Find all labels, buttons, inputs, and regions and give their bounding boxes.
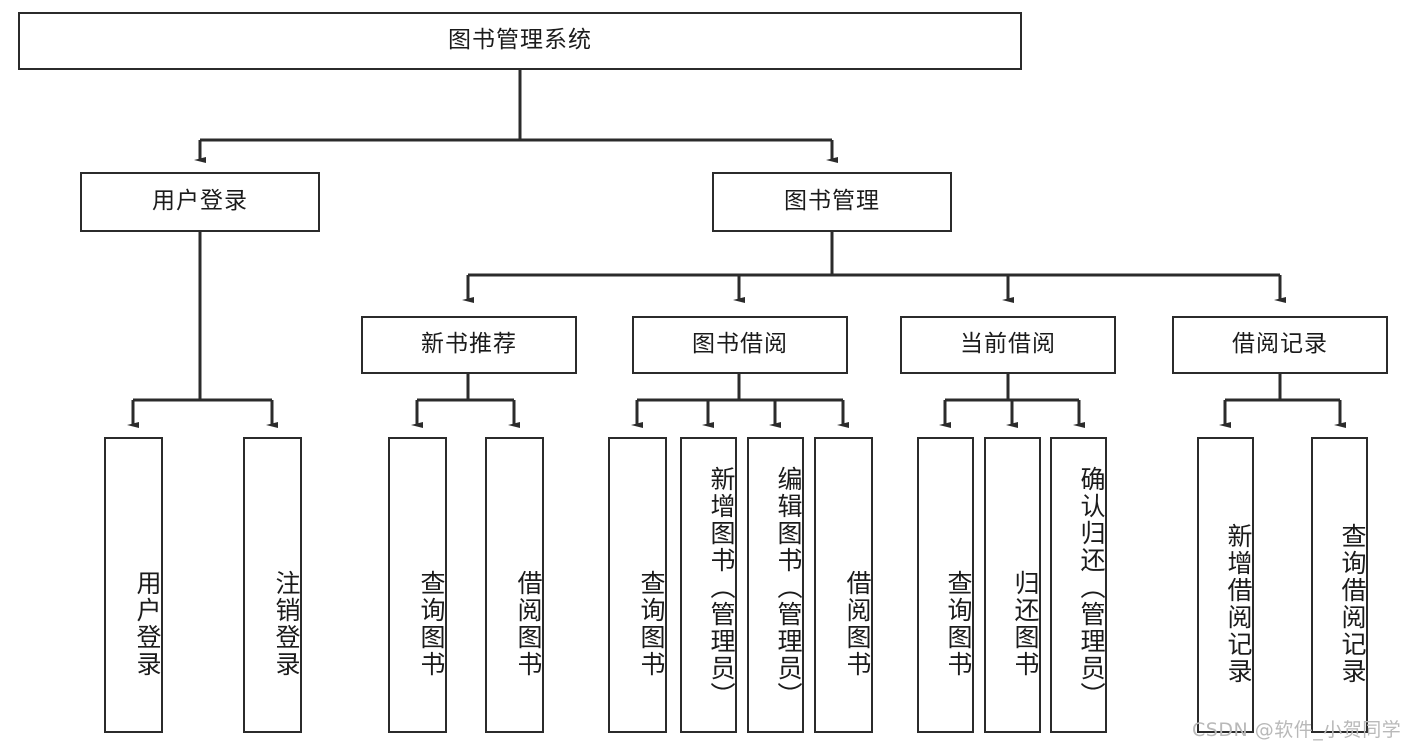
node-current-borrow[interactable]: 当前借阅 [900,316,1116,374]
node-label: 查询图书 [417,570,446,678]
leaf-user-login-login[interactable]: 用户登录 [104,437,163,733]
leaf-current-confirm-return-admin[interactable]: 确认归还（管理员） [1050,437,1107,733]
node-new-book-recommend[interactable]: 新书推荐 [361,316,577,374]
node-book-management[interactable]: 图书管理 [712,172,952,232]
node-book-borrow[interactable]: 图书借阅 [632,316,848,374]
leaf-recommend-borrow-book[interactable]: 借阅图书 [485,437,544,733]
leaf-current-return-book[interactable]: 归还图书 [984,437,1041,733]
node-label: 查询图书 [944,570,973,678]
node-label: 借阅图书 [843,570,872,678]
node-borrow-record[interactable]: 借阅记录 [1172,316,1388,374]
node-user-login[interactable]: 用户登录 [80,172,320,232]
leaf-borrow-query-book[interactable]: 查询图书 [608,437,667,733]
node-label: 图书管理 [784,188,880,215]
node-label: 确认归还（管理员） [1077,465,1106,709]
node-label: 新增图书（管理员） [707,465,736,709]
node-label: 用户登录 [152,188,248,215]
node-label: 编辑图书（管理员） [774,465,803,709]
leaf-borrow-add-book-admin[interactable]: 新增图书（管理员） [680,437,737,733]
leaf-user-login-logout[interactable]: 注销登录 [243,437,302,733]
node-label: 用户登录 [133,570,162,678]
leaf-borrow-edit-book-admin[interactable]: 编辑图书（管理员） [747,437,804,733]
node-label: 图书管理系统 [448,27,592,54]
leaf-recommend-query-book[interactable]: 查询图书 [388,437,447,733]
node-label: 借阅记录 [1232,331,1328,358]
node-label: 新书推荐 [421,331,517,358]
node-label: 归还图书 [1011,570,1040,678]
leaf-record-add-record[interactable]: 新增借阅记录 [1197,437,1254,733]
node-label: 当前借阅 [960,331,1056,358]
node-root-system[interactable]: 图书管理系统 [18,12,1022,70]
leaf-record-query-record[interactable]: 查询借阅记录 [1311,437,1368,733]
leaf-current-query-book[interactable]: 查询图书 [917,437,974,733]
node-label: 图书借阅 [692,331,788,358]
node-label: 查询借阅记录 [1338,523,1367,685]
leaf-borrow-borrow-book[interactable]: 借阅图书 [814,437,873,733]
node-label: 借阅图书 [514,570,543,678]
node-label: 注销登录 [272,570,301,678]
watermark-text: CSDN @软件_小贺同学 [1192,719,1402,741]
node-label: 新增借阅记录 [1224,523,1253,685]
watermark-csdn: CSDN @软件_小贺同学 [1192,715,1401,742]
node-label: 查询图书 [637,570,666,678]
